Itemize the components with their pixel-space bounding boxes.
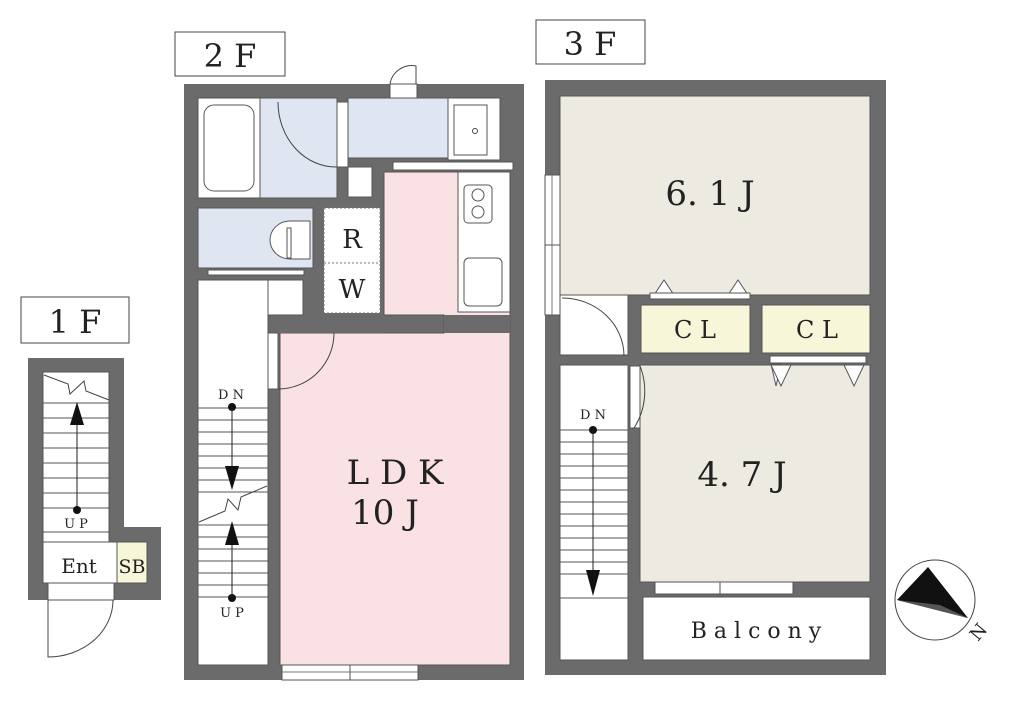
room-6-1j-label: 6. 1 J [665, 174, 754, 214]
hall [347, 97, 449, 159]
entry-door-swing [47, 599, 114, 658]
door-swing [277, 101, 338, 168]
door-swing [561, 297, 625, 357]
door [336, 101, 349, 168]
floor-1-label: 1 F [49, 303, 102, 341]
washroom [259, 97, 338, 199]
closet [267, 279, 304, 316]
closet-door-icon [843, 364, 865, 388]
window [654, 581, 794, 595]
door-swing [277, 332, 335, 390]
drain-icon [472, 128, 478, 134]
burner [471, 188, 485, 202]
arrow-down-icon [225, 466, 239, 490]
floor-1-label-box [20, 296, 130, 344]
ldk-size: 10 J [351, 493, 419, 533]
storage-r-label: R [342, 225, 363, 255]
floor-2-label-box [174, 31, 286, 77]
balcony-label: B a l c o n y [691, 619, 822, 644]
closet [640, 304, 751, 354]
sliding-door [207, 269, 305, 276]
floor-2-label: 2 F [204, 37, 257, 75]
compass: N [894, 559, 992, 646]
floor-3-label: 3 F [564, 25, 617, 63]
north-arrow-icon [897, 567, 968, 618]
entrance-label: Ent [61, 554, 97, 578]
shelf [347, 166, 373, 198]
vent [389, 83, 418, 99]
arrow-down-icon [586, 570, 600, 596]
wall [444, 315, 510, 333]
floor-2: 2 F R W L D K [174, 31, 524, 681]
stairs [559, 364, 629, 661]
door [629, 365, 641, 429]
hall [559, 294, 629, 356]
stair-start-dot [73, 506, 81, 514]
stair-down-label: D N [218, 388, 244, 403]
sliding-door [392, 161, 514, 171]
closet-door [649, 292, 751, 300]
storage [323, 207, 381, 314]
basin [453, 104, 488, 156]
balcony [642, 596, 871, 661]
storage-w-label: W [339, 275, 366, 305]
entry-door-opening [47, 582, 115, 601]
closet-door-icon [770, 364, 792, 388]
floor-3: 3 F 6. 1 J C L C L 4. 7 J [535, 19, 886, 675]
floor-3-label-box [535, 19, 646, 65]
break-line [43, 374, 110, 401]
arrow-up-icon [70, 402, 84, 425]
stair-down-label: D N [580, 408, 606, 423]
wall [268, 315, 384, 333]
door-swing [633, 365, 646, 429]
closet-label: C L [674, 316, 716, 344]
floor-1: 1 F U P Ent SB [20, 296, 161, 658]
closet [761, 304, 871, 354]
room-4-7j [639, 364, 871, 583]
toilet-seat [286, 227, 292, 259]
stove-icon [463, 184, 493, 224]
break-line [198, 485, 268, 523]
north-label: N [966, 620, 992, 646]
stair-up-label: U P [64, 517, 88, 532]
shoe-box-label: SB [119, 556, 146, 578]
door [267, 332, 279, 390]
shoe-box [116, 541, 148, 584]
closet-label: C L [796, 316, 838, 344]
stair-up-label: U P [220, 606, 244, 621]
arrow-up-icon [225, 521, 239, 545]
closet-door [769, 355, 867, 364]
burner [471, 205, 485, 219]
ldk-label: L D K [347, 453, 444, 493]
room-4-7j-label: 4. 7 J [697, 455, 786, 495]
stair-treads [560, 429, 628, 599]
door-swing [389, 65, 417, 85]
sink-icon [463, 257, 503, 307]
bathtub [203, 104, 255, 192]
north-arrow-shade [897, 600, 968, 618]
